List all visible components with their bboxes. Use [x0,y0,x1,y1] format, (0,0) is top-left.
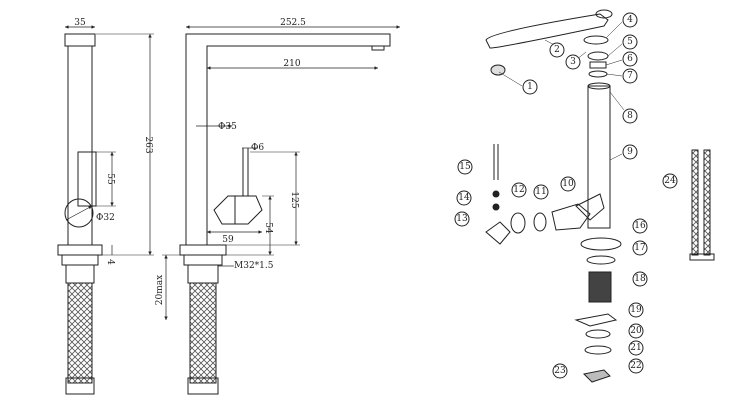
callout-1: 1 [522,79,538,95]
callout-24: 24 [662,173,678,189]
part-hoses [691,149,699,256]
svg-text:12: 12 [513,185,524,195]
callout-16: 16 [632,218,648,234]
svg-text:15: 15 [459,162,471,172]
callout-11: 11 [533,184,549,200]
svg-text:10: 10 [562,179,574,189]
callout-12: 12 [511,182,527,198]
svg-text:22: 22 [630,361,641,371]
callout-18: 18 [632,271,648,287]
front-lever [77,151,97,207]
callout-10: 10 [560,176,576,192]
front-knob [64,198,94,228]
callout-6: 6 [622,51,638,67]
svg-text:16: 16 [634,221,646,231]
svg-text:20: 20 [630,326,642,336]
svg-text:8: 8 [627,111,633,121]
callout-22: 22 [628,358,644,374]
dim-total-reach: 252.5 [280,18,306,28]
callout-4: 4 [622,12,638,28]
part-spout-arm [485,13,609,49]
svg-text:13: 13 [456,214,468,224]
callout-8: 8 [622,108,638,124]
dim-thread: M32*1.5 [234,261,274,271]
callout-21: 21 [628,340,644,356]
svg-text:19: 19 [630,305,642,315]
dim-max-mount: 20max [155,275,165,305]
svg-text:4: 4 [627,15,633,25]
svg-text:11: 11 [535,187,546,197]
callout-2: 2 [549,42,565,58]
dim-lever-dia: Φ6 [251,143,264,153]
svg-text:14: 14 [458,193,470,203]
dim-top-width: 35 [74,18,86,28]
svg-text:9: 9 [627,147,633,157]
callout-13: 13 [454,211,470,227]
callout-19: 19 [628,302,644,318]
part-callouts: 1 2 3 4 5 6 7 8 9 10 11 12 13 14 15 16 1… [454,12,678,379]
side-handle [213,195,263,225]
svg-text:18: 18 [634,274,646,284]
callout-14: 14 [456,190,472,206]
callout-17: 17 [632,240,648,256]
svg-text:23: 23 [554,366,566,376]
callout-15: 15 [457,159,473,175]
svg-text:5: 5 [627,37,633,47]
side-view [162,25,400,395]
callout-9: 9 [622,144,638,160]
svg-text:6: 6 [627,54,633,64]
svg-text:1: 1 [527,82,533,92]
callout-20: 20 [628,323,644,339]
svg-text:2: 2 [554,45,560,55]
part-body-tube [587,85,611,229]
dim-body-dia: Φ35 [218,122,237,132]
dim-lever-rise: 125 [289,191,299,208]
dim-handle-depth: 59 [222,235,234,245]
front-spout-head [64,33,96,47]
front-hose [67,282,93,384]
dim-total-height: 263 [143,136,153,153]
callout-23: 23 [552,363,568,379]
svg-text:3: 3 [570,57,576,67]
side-base [179,244,227,256]
callout-5: 5 [622,34,638,50]
front-view [57,25,154,395]
svg-text:21: 21 [630,343,641,353]
dim-base-height: 54 [263,222,273,234]
callout-7: 7 [622,68,638,84]
svg-text:24: 24 [664,176,676,186]
svg-text:7: 7 [627,71,633,81]
front-base [57,244,103,256]
side-hose [189,282,217,384]
dim-lever-height: 55 [105,173,115,185]
svg-text:17: 17 [634,243,646,253]
dim-knob-dia: Φ32 [96,213,115,223]
dim-base-gap: 4 [105,259,115,265]
callout-3: 3 [565,54,581,70]
exploded-view [485,9,715,383]
dim-spout-reach: 210 [283,59,300,69]
part-threaded-rod [588,271,612,303]
